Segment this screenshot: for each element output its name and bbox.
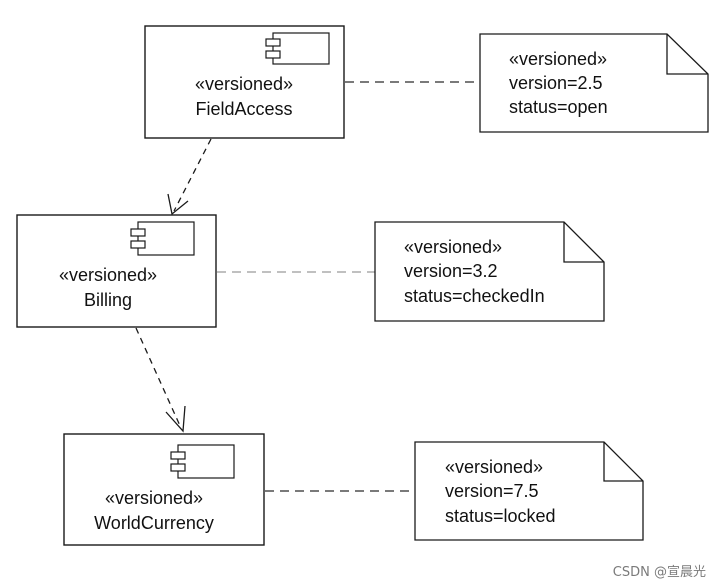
component-icon <box>170 444 235 479</box>
note-version: version=7.5 <box>445 481 539 501</box>
note-stereotype: «versioned» <box>404 237 502 257</box>
component-stereotype: «versioned» <box>195 74 293 94</box>
note-version: version=2.5 <box>509 73 603 93</box>
note-stereotype: «versioned» <box>509 49 607 69</box>
note-fieldaccess[interactable]: «versioned» version=2.5 status=open <box>479 33 709 133</box>
dependency-billing-to-worldcurrency <box>135 327 186 433</box>
component-stereotype: «versioned» <box>105 488 203 508</box>
note-status: status=open <box>509 97 608 117</box>
note-status: status=locked <box>445 506 556 526</box>
note-worldcurrency[interactable]: «versioned» version=7.5 status=locked <box>414 441 644 541</box>
component-stereotype: «versioned» <box>59 265 157 285</box>
note-status: status=checkedIn <box>404 286 545 306</box>
component-name: Billing <box>84 290 132 310</box>
component-billing[interactable]: «versioned» Billing <box>16 214 217 328</box>
component-name: WorldCurrency <box>94 513 214 533</box>
note-version: version=3.2 <box>404 261 498 281</box>
watermark: CSDN @宣晨光 <box>613 564 706 580</box>
component-name: FieldAccess <box>195 99 292 119</box>
component-icon <box>265 32 330 65</box>
note-stereotype: «versioned» <box>445 457 543 477</box>
note-billing[interactable]: «versioned» version=3.2 status=checkedIn <box>374 221 605 322</box>
component-icon <box>130 221 195 256</box>
dependency-fieldaccess-to-billing <box>167 138 212 216</box>
component-worldcurrency[interactable]: «versioned» WorldCurrency <box>63 433 265 546</box>
component-fieldaccess[interactable]: «versioned» FieldAccess <box>144 25 345 139</box>
